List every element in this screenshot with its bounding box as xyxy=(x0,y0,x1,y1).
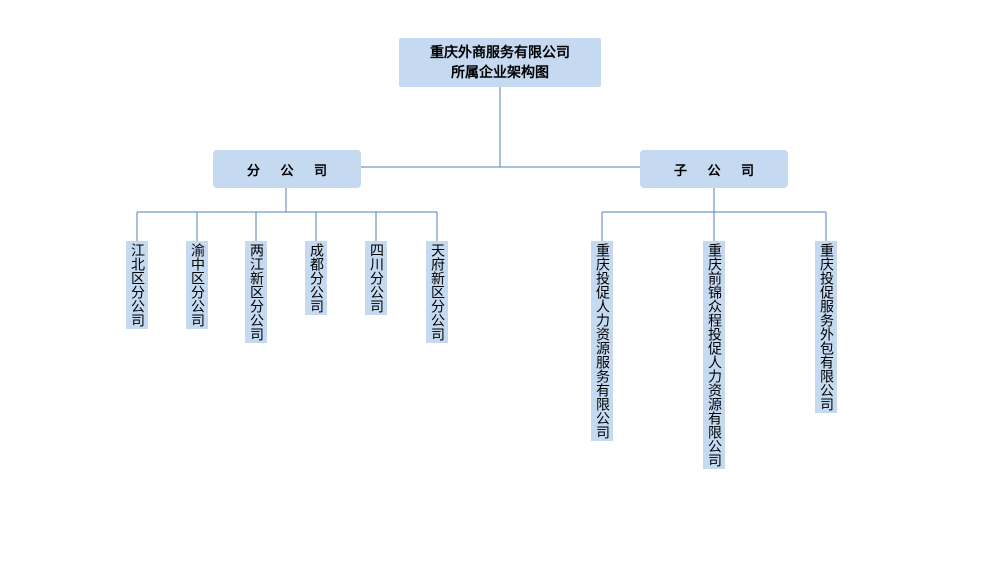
subsidiary-label: 重庆前锦众程投促人力资源有限公司 xyxy=(706,243,722,467)
subsidiary-label: 重庆投促人力资源服务有限公司 xyxy=(594,243,610,439)
branch-label: 两江新区分公司 xyxy=(248,243,264,341)
root-title-line2: 所属企业架构图 xyxy=(451,64,549,81)
subsidiary-node-outsourcing: 重庆投促服务外包有限公司 xyxy=(815,241,837,413)
subsidiary-node-qianjin-hr: 重庆前锦众程投促人力资源有限公司 xyxy=(703,241,725,469)
group-label-subsidiaries: 子 公 司 xyxy=(673,163,763,179)
subsidiary-node-hr-services: 重庆投促人力资源服务有限公司 xyxy=(591,241,613,441)
group-node-subsidiaries: 子 公 司 xyxy=(640,150,788,188)
group-label-branches: 分 公 司 xyxy=(246,163,336,179)
branch-label: 渝中区分公司 xyxy=(189,243,205,327)
branch-label: 江北区分公司 xyxy=(129,243,145,327)
branch-node-chengdu: 成都分公司 xyxy=(305,241,327,315)
branch-node-jiangbei: 江北区分公司 xyxy=(126,241,148,329)
branch-label: 天府新区分公司 xyxy=(429,243,445,341)
branch-node-yuzhong: 渝中区分公司 xyxy=(186,241,208,329)
branch-label: 四川分公司 xyxy=(368,243,384,313)
group-node-branches: 分 公 司 xyxy=(213,150,361,188)
branch-label: 成都分公司 xyxy=(308,243,324,313)
branch-node-sichuan: 四川分公司 xyxy=(365,241,387,315)
subsidiary-label: 重庆投促服务外包有限公司 xyxy=(818,243,834,411)
root-node: 重庆外商服务有限公司 所属企业架构图 xyxy=(399,38,601,87)
root-title-line1: 重庆外商服务有限公司 xyxy=(430,44,570,61)
branch-node-tianfu: 天府新区分公司 xyxy=(426,241,448,343)
branch-node-liangjiang: 两江新区分公司 xyxy=(245,241,267,343)
